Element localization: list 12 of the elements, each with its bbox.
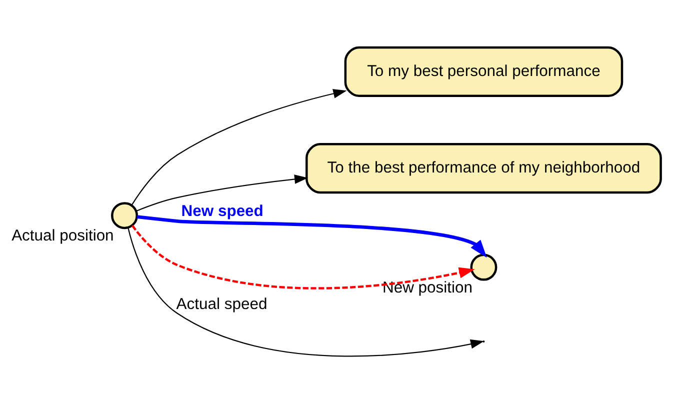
node-box: To my best personal performance	[344, 46, 624, 97]
arrow	[128, 228, 484, 357]
edge-label: New speed	[181, 202, 264, 220]
arrow	[136, 174, 308, 212]
arrow	[131, 89, 347, 206]
node-circle	[111, 202, 138, 230]
node-box: To the best performance of my neighborhood	[306, 143, 662, 194]
node-circle	[470, 254, 498, 281]
arrow	[136, 215, 487, 258]
node-label: Actual position	[12, 228, 114, 245]
edge-label: Actual speed	[176, 296, 268, 314]
arrow	[131, 224, 475, 290]
